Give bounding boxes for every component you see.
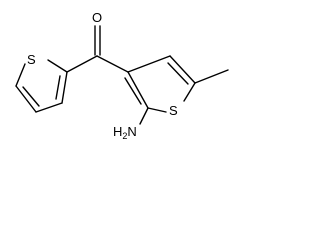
bonds bbox=[15, 25, 229, 125]
bond-left-c3-c2-inner bbox=[55, 75, 61, 100]
atom-amine-subscript: 2 bbox=[122, 131, 127, 141]
bond-right-c5-s bbox=[183, 82, 196, 102]
bond-right-c4-c5 bbox=[169, 55, 196, 84]
bond-left-c4-c3 bbox=[35, 102, 63, 113]
bond-right-c3-c4 bbox=[127, 55, 171, 73]
bond-carbonyl-left bbox=[66, 55, 98, 73]
bond-carbonyl-right bbox=[96, 55, 129, 73]
structure-diagram: O S S H2N bbox=[0, 0, 240, 146]
molecule-svg: O S S H2N bbox=[15, 10, 229, 141]
bond-left-c2-s bbox=[47, 59, 68, 73]
atom-oxygen: O bbox=[92, 10, 102, 25]
bond-left-c5-c4-inner bbox=[22, 86, 40, 107]
atom-amine-label: H2N bbox=[113, 124, 137, 141]
atom-labels: O S S H2N bbox=[27, 10, 178, 141]
bond-left-c3-c2 bbox=[61, 71, 68, 104]
atom-sulfur-right: S bbox=[169, 103, 178, 118]
bond-amino bbox=[139, 107, 149, 125]
atom-sulfur-left: S bbox=[27, 52, 36, 67]
bond-left-c5-c4 bbox=[15, 85, 37, 113]
bond-left-s-c5 bbox=[15, 63, 26, 87]
bond-right-c2-c3 bbox=[127, 71, 149, 109]
bond-right-c4-c5-inner bbox=[167, 62, 189, 85]
bond-methyl bbox=[194, 69, 229, 84]
bond-right-s-c2 bbox=[147, 107, 167, 113]
atom-amine-n: N bbox=[127, 124, 136, 139]
atom-amine-h: H bbox=[113, 124, 122, 139]
bond-right-c2-c3-inner bbox=[124, 77, 142, 105]
